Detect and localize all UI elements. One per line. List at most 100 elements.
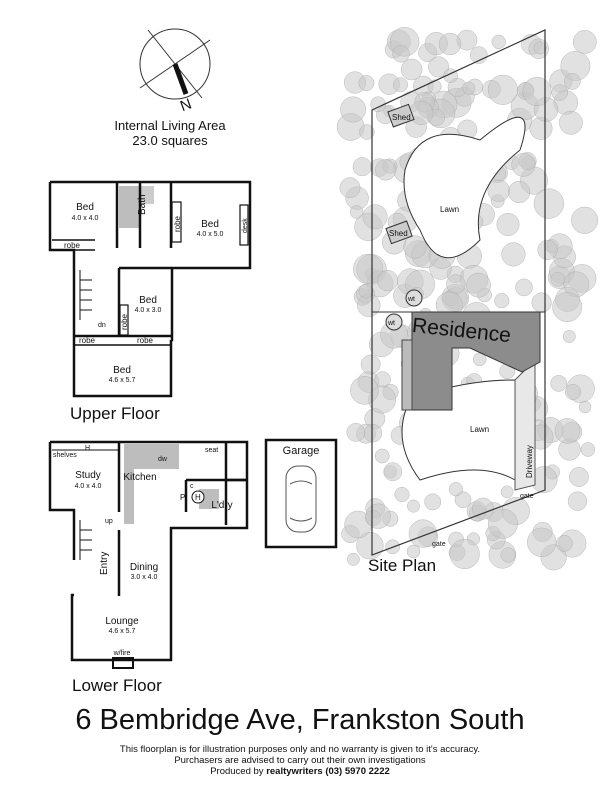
area-value: 23.0 squares <box>132 133 208 148</box>
driveway-label: Driveway <box>525 445 534 478</box>
room-name: L'dry <box>211 500 232 511</box>
tree-icon <box>353 253 384 284</box>
tree-icon <box>449 539 480 570</box>
producer-line: Produced by realtywriters (03) 5970 2222 <box>0 766 600 777</box>
tree-icon <box>358 75 375 92</box>
tree-icon <box>392 45 410 63</box>
room-name: Bed <box>113 365 131 376</box>
internal-living-area: Internal Living Area 23.0 squares <box>90 118 250 148</box>
tree-icon <box>358 283 374 299</box>
room-name: Bed <box>139 295 157 306</box>
area-label: Internal Living Area <box>114 118 226 133</box>
tree-icon <box>567 491 588 511</box>
tree-icon <box>346 423 366 442</box>
room-size: 3.0 x 4.0 <box>131 574 158 581</box>
fire-label: w/fire <box>113 650 131 657</box>
lower-floor-title: Lower Floor <box>72 676 162 695</box>
room-name: Dining <box>130 562 158 573</box>
tree-icon <box>438 32 462 56</box>
tree-icon <box>360 354 381 375</box>
upper-floor-title: Upper Floor <box>70 404 160 423</box>
room-size: 4.0 x 4.0 <box>75 483 102 490</box>
tree-icon <box>522 76 552 106</box>
tree-icon <box>406 544 421 559</box>
tree-icon <box>533 188 564 219</box>
seat-label: seat <box>205 447 218 454</box>
room-size: 4.6 x 5.7 <box>109 628 136 635</box>
tree-icon <box>533 41 547 55</box>
tree-icon <box>403 235 427 259</box>
compass-icon: N <box>139 28 211 115</box>
tree-icon <box>339 177 361 198</box>
robe-label: robe <box>79 336 96 345</box>
tree-icon <box>466 272 491 298</box>
heater-label: H <box>85 445 90 452</box>
tree-icon <box>470 46 488 64</box>
tree-icon <box>446 274 466 294</box>
tree-icon <box>356 532 384 560</box>
room-name: Entry <box>99 552 110 575</box>
residence <box>411 311 541 411</box>
tree-icon <box>424 493 442 511</box>
tree-icon <box>565 384 581 400</box>
tree-icon <box>427 79 442 94</box>
shed-label: Shed <box>392 113 411 122</box>
tree-icon <box>550 272 565 287</box>
tree-icon <box>562 330 576 343</box>
tree-icon <box>552 292 583 322</box>
tree-icon <box>501 242 526 267</box>
room-name: Kitchen <box>123 472 156 483</box>
room-name: Lounge <box>105 616 139 627</box>
robe-label: robe <box>120 313 129 330</box>
producer-name: realtywriters (03) 5970 2222 <box>266 766 390 777</box>
tree-icon <box>515 278 533 297</box>
room-size: 4.0 x 3.0 <box>135 307 162 314</box>
tree-icon <box>487 508 518 539</box>
tree-icon <box>508 180 531 203</box>
desk-label: desk <box>242 218 249 233</box>
garage: Garage <box>264 438 338 549</box>
up-label: up <box>105 518 113 525</box>
shed-label: Shed <box>389 229 408 238</box>
lawn-label: Lawn <box>470 425 489 434</box>
tree-icon <box>494 293 510 309</box>
site-plan-title: Site Plan <box>368 556 437 575</box>
car-icon <box>285 465 317 533</box>
tree-icon <box>500 485 514 499</box>
upper-floor-plan <box>48 180 252 398</box>
tree-icon <box>383 462 403 482</box>
hot-water-icon <box>191 490 205 504</box>
dn-label: dn <box>98 322 106 329</box>
tree-icon <box>511 152 536 177</box>
room-name: Study <box>75 470 101 481</box>
tree-icon <box>362 204 388 230</box>
gate-label: gate <box>432 541 446 548</box>
tree-icon <box>340 96 366 123</box>
room-size: 4.6 x 5.7 <box>109 377 136 384</box>
tree-icon <box>377 270 399 292</box>
water-tank-label: wt <box>407 296 415 303</box>
tree-icon <box>573 30 597 54</box>
room-size: 4.0 x 5.0 <box>197 231 224 238</box>
tree-icon <box>487 74 518 105</box>
tree-icon <box>370 96 387 113</box>
producer-prefix: Produced by <box>210 766 267 777</box>
tree-icon <box>408 519 437 548</box>
tree-icon <box>448 482 463 497</box>
tree-icon <box>487 179 510 202</box>
property-address: 6 Bembridge Ave, Frankston South <box>75 704 525 736</box>
tree-icon <box>428 56 449 78</box>
tree-icon <box>374 448 390 464</box>
water-tank-label: wt <box>387 320 395 327</box>
tree-icon <box>393 77 408 93</box>
tree-icon <box>346 552 360 566</box>
tree-icon <box>556 535 573 552</box>
room-size: 4.0 x 4.0 <box>72 215 99 222</box>
robe-label: robe <box>137 336 154 345</box>
lawn-label: Lawn <box>440 205 459 214</box>
garage-label: Garage <box>283 445 320 457</box>
room-name: Bed <box>76 202 94 213</box>
tree-icon <box>500 547 516 563</box>
disclaimer-line-2: Purchasers are advised to carry out thei… <box>174 755 426 766</box>
